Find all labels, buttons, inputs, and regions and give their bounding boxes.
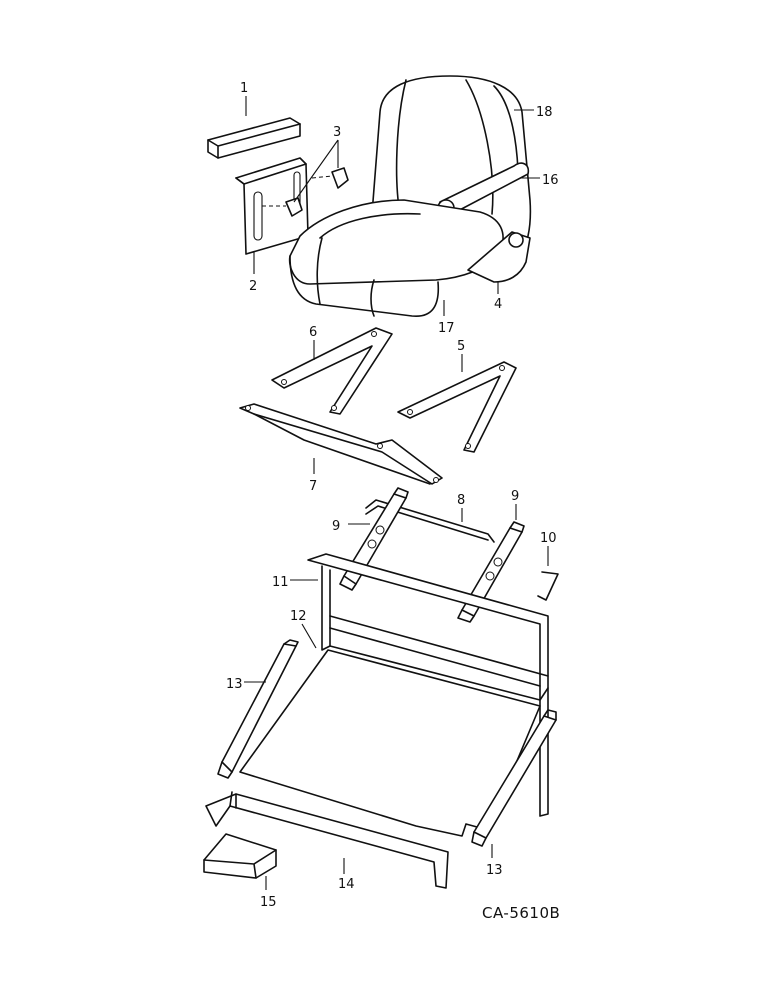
callout-6: 6 bbox=[309, 325, 317, 340]
right-side-rail-part bbox=[471, 709, 557, 847]
left-side-rail-part bbox=[217, 639, 299, 779]
callout-7: 7 bbox=[309, 479, 317, 494]
base-plate-part bbox=[239, 403, 443, 485]
callout-5: 5 bbox=[457, 339, 465, 354]
front-channel-part bbox=[205, 791, 449, 889]
right-slide-rail-part bbox=[457, 521, 525, 623]
callout-17: 17 bbox=[438, 321, 455, 336]
callout-3: 3 bbox=[333, 125, 341, 140]
callout-9-left: 9 bbox=[332, 519, 340, 534]
leader-lines bbox=[244, 96, 549, 890]
callout-1: 1 bbox=[240, 81, 248, 96]
callout-16: 16 bbox=[542, 173, 559, 188]
left-support-bracket-part bbox=[271, 327, 393, 415]
callout-15: 15 bbox=[260, 895, 277, 910]
seat-frame-part bbox=[307, 553, 549, 817]
callout-13-left: 13 bbox=[226, 677, 243, 692]
callout-14: 14 bbox=[338, 877, 355, 892]
callout-12: 12 bbox=[290, 609, 307, 624]
armrest-pad-part bbox=[207, 117, 301, 159]
callout-4: 4 bbox=[494, 297, 502, 312]
callout-10: 10 bbox=[540, 531, 557, 546]
seat-side-panel-part bbox=[467, 231, 531, 283]
right-support-bracket-part bbox=[397, 361, 517, 453]
adjustment-knob-part bbox=[262, 167, 349, 217]
left-slide-rail-part bbox=[339, 487, 409, 591]
figure-code: CA-5610B bbox=[482, 904, 560, 922]
hook-pin-part bbox=[537, 571, 559, 601]
connecting-rod-part bbox=[365, 499, 495, 543]
callout-labels: 1 2 3 4 5 6 7 8 9 9 10 11 12 13 13 14 15… bbox=[226, 81, 559, 910]
callout-18: 18 bbox=[536, 105, 553, 120]
callout-11: 11 bbox=[272, 575, 289, 590]
callout-13-right: 13 bbox=[486, 863, 503, 878]
callout-8: 8 bbox=[457, 493, 465, 508]
seat-cushion-part bbox=[288, 199, 504, 317]
callout-9-right: 9 bbox=[511, 489, 519, 504]
spacer-block-part bbox=[203, 833, 277, 879]
callout-2: 2 bbox=[249, 279, 257, 294]
